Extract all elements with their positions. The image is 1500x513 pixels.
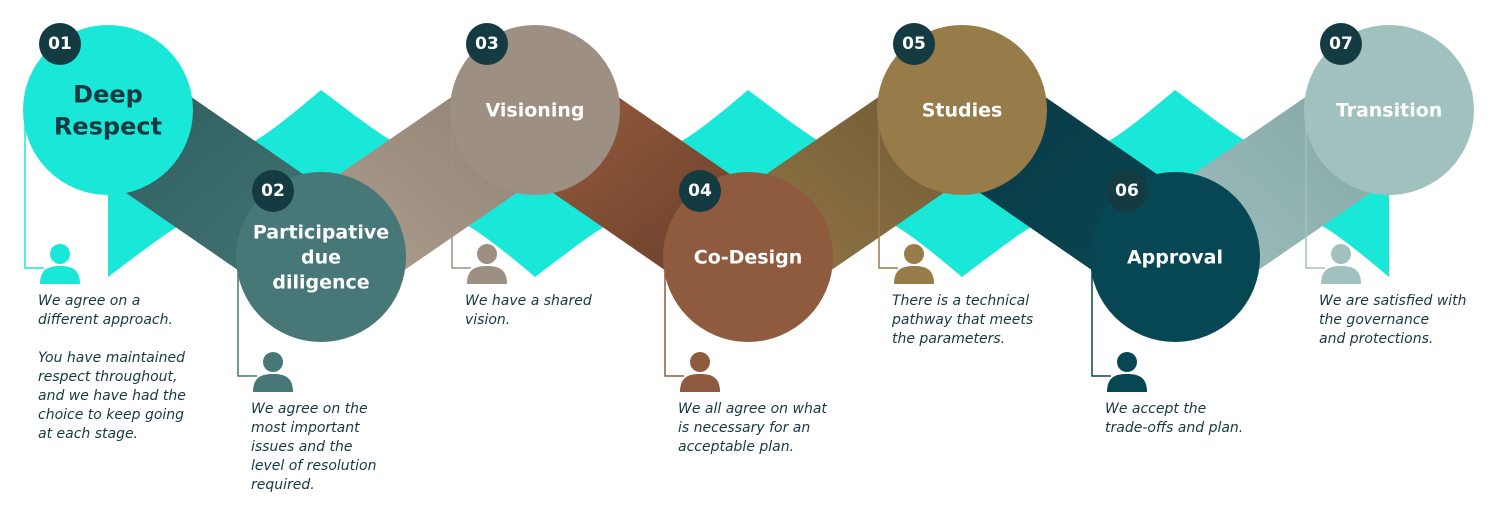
step-title: diligence: [272, 272, 369, 294]
step-title: Transition: [1336, 100, 1443, 122]
step-circle-04: Co-Design: [663, 172, 833, 342]
person-icon: [1107, 352, 1147, 392]
step-description: We all agree on what is necessary for an…: [678, 401, 827, 455]
step-description: We accept the trade-offs and plan.: [1105, 401, 1244, 436]
step-number: 05: [902, 34, 926, 54]
step-title: due: [301, 247, 341, 269]
step-number: 02: [261, 181, 285, 201]
step-description: We are satisfied with the governance and…: [1319, 293, 1467, 347]
step-number: 07: [1329, 34, 1353, 54]
step-circle-07: Transition: [1304, 25, 1474, 195]
leader-lines: [24, 110, 1325, 377]
step-title: Approval: [1127, 247, 1223, 269]
person-icon: [680, 352, 720, 392]
person-icon: [467, 244, 507, 284]
step-number-badge: 04: [679, 170, 721, 212]
leader-line: [237, 257, 257, 377]
step-title: Deep: [73, 80, 143, 108]
step-number-badge: 02: [252, 170, 294, 212]
step-description: We agree on the most important issues an…: [251, 401, 377, 493]
step-number: 01: [48, 34, 72, 54]
step-description: We agree on a different approach. You ha…: [38, 293, 186, 442]
step-title: Visioning: [486, 100, 585, 122]
step-circle-06: Approval: [1090, 172, 1260, 342]
step-badges: 01 02 03 04 05 06 07: [39, 23, 1362, 212]
step-description: There is a technical pathway that meets …: [892, 293, 1034, 347]
step-number-badge: 01: [39, 23, 81, 65]
step-title: Respect: [54, 112, 162, 140]
step-circle-05: Studies: [877, 25, 1047, 195]
leader-line: [1305, 110, 1325, 269]
step-number-badge: 03: [466, 23, 508, 65]
step-number-badge: 06: [1106, 170, 1148, 212]
person-icons: [40, 244, 1361, 392]
step-title: Co-Design: [694, 247, 803, 269]
step-number: 03: [475, 34, 499, 54]
leader-line: [878, 110, 898, 269]
person-icon: [253, 352, 293, 392]
step-description: We have a shared vision.: [465, 293, 592, 328]
person-icon: [894, 244, 934, 284]
step-number-badge: 07: [1320, 23, 1362, 65]
step-number: 04: [688, 181, 712, 201]
leader-line: [451, 110, 471, 269]
step-circle-02: Participative due diligence: [236, 172, 406, 342]
step-number-badge: 05: [893, 23, 935, 65]
step-circle-03: Visioning: [450, 25, 620, 195]
person-icon: [1321, 244, 1361, 284]
leader-line: [24, 110, 44, 269]
leader-line: [664, 257, 684, 377]
step-number: 06: [1115, 181, 1139, 201]
step-title: Participative: [253, 222, 389, 244]
leader-line: [1091, 257, 1111, 377]
person-icon: [40, 244, 80, 284]
step-title: Studies: [922, 100, 1003, 122]
